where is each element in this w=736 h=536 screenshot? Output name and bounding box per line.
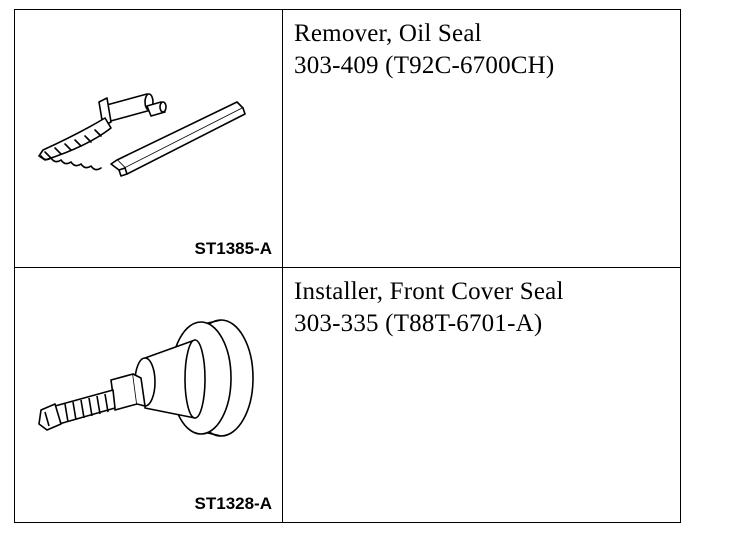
figure-code: ST1328-A: [194, 494, 272, 513]
oil-seal-remover-icon: [38, 93, 246, 177]
tool-name: Remover, Oil Seal: [294, 20, 482, 47]
tool-image-cell: ST1385-A: [15, 10, 283, 267]
front-cover-seal-installer-icon: [38, 319, 254, 437]
special-tools-table: ST1385-A Remover, Oil Seal 303-409 (T92C…: [14, 9, 681, 523]
figure-code: ST1385-A: [194, 239, 272, 258]
tool-description-cell: Installer, Front Cover Seal 303-335 (T88…: [283, 268, 680, 522]
tool-row-front-cover-seal-installer: ST1328-A Installer, Front Cover Seal 303…: [15, 268, 680, 522]
tool-number: 303-409 (T92C-6700CH): [294, 52, 555, 79]
tool-number: 303-335 (T88T-6701-A): [294, 310, 543, 337]
tool-image-cell: ST1328-A: [15, 268, 283, 522]
tool-description-cell: Remover, Oil Seal 303-409 (T92C-6700CH): [283, 10, 680, 267]
tool-row-oil-seal-remover: ST1385-A Remover, Oil Seal 303-409 (T92C…: [15, 10, 680, 268]
tool-name: Installer, Front Cover Seal: [294, 278, 564, 305]
